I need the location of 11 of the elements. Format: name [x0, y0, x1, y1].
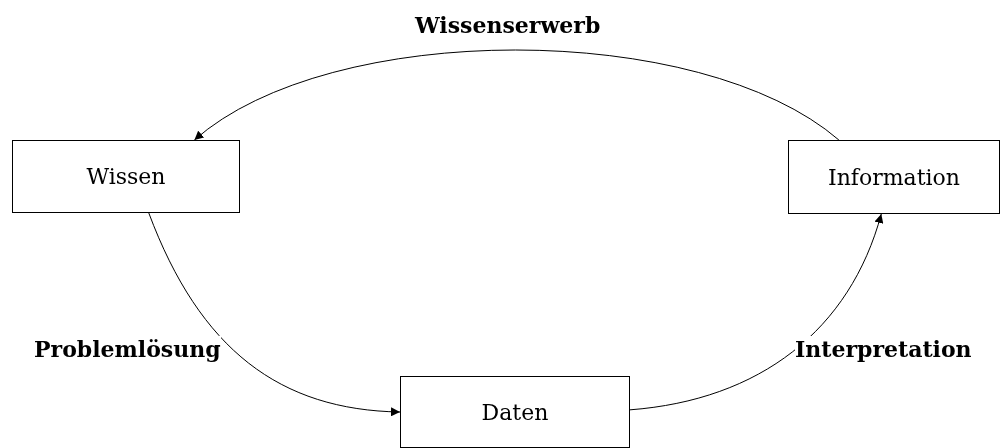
curved-arrow [148, 212, 401, 416]
process-box [400, 376, 630, 448]
process-box [788, 140, 1000, 214]
node-label: Wissen [86, 164, 166, 189]
node-label: Information [827, 164, 960, 190]
node-label: Daten [481, 399, 549, 425]
edge-label: Problemlösung [34, 336, 221, 362]
curved-arrow [629, 213, 883, 411]
process-box [12, 140, 240, 213]
edge-label: Interpretation [795, 336, 972, 362]
curved-arrow [193, 49, 840, 141]
